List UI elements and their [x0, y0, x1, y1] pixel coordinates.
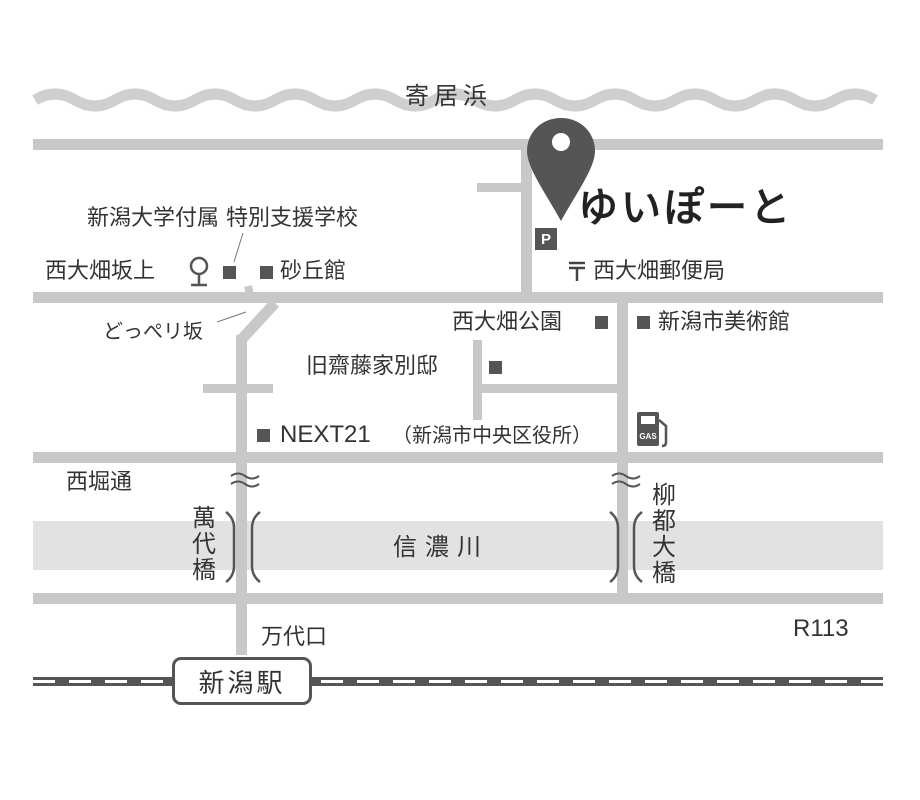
destination-label: ゆいぽーと	[578, 185, 793, 231]
park-marker	[595, 316, 608, 329]
school-marker	[223, 266, 236, 279]
bandaiguchi-label: 万代口	[261, 625, 328, 650]
bridge-brackets	[225, 511, 643, 583]
school-label: 新潟大学付属 特別支援学校	[87, 206, 358, 231]
bus-stop-label: 西大畑坂上	[45, 259, 156, 284]
roads	[33, 139, 883, 655]
bandai-bridge-label: 萬代橋	[192, 504, 216, 584]
parking-icon: P	[535, 228, 557, 250]
river-label: 信濃川	[393, 533, 489, 561]
dopperi-slope-label: どっぺリ坂	[103, 319, 203, 343]
museum-marker	[637, 316, 650, 329]
next21-marker	[257, 429, 270, 442]
saito-villa-marker	[489, 361, 502, 374]
saito-villa-label: 旧齋藤家別邸	[306, 354, 439, 379]
sakyukan-label: 砂丘館	[280, 259, 347, 284]
post-office-label: 西大畑郵便局	[593, 259, 726, 284]
dopperi-slope-road	[236, 299, 280, 344]
next21-label: NEXT21	[280, 421, 371, 448]
bus-stop-icon	[189, 256, 209, 287]
nishibori-label: 西堀通	[66, 470, 133, 495]
ward-office-label: （新潟市中央区役所）	[392, 423, 592, 447]
route-label: R113	[793, 615, 849, 642]
svg-text:GAS: GAS	[639, 432, 657, 441]
railway	[33, 677, 883, 686]
yanagito-bridge-label: 柳都大橋	[652, 481, 676, 587]
station-label: 新潟駅	[172, 657, 312, 705]
sakyukan-marker	[260, 266, 273, 279]
park-label: 西大畑公園	[452, 310, 563, 335]
shinano-river	[33, 521, 883, 570]
post-office-icon	[569, 261, 585, 281]
sea-label: 寄居浜	[405, 82, 492, 110]
museum-label: 新潟市美術館	[658, 310, 791, 335]
bridge-break-marks	[230, 472, 641, 488]
map-pin-icon	[527, 118, 595, 221]
gas-station-icon: GAS	[637, 412, 668, 448]
sea-wave	[32, 88, 878, 112]
